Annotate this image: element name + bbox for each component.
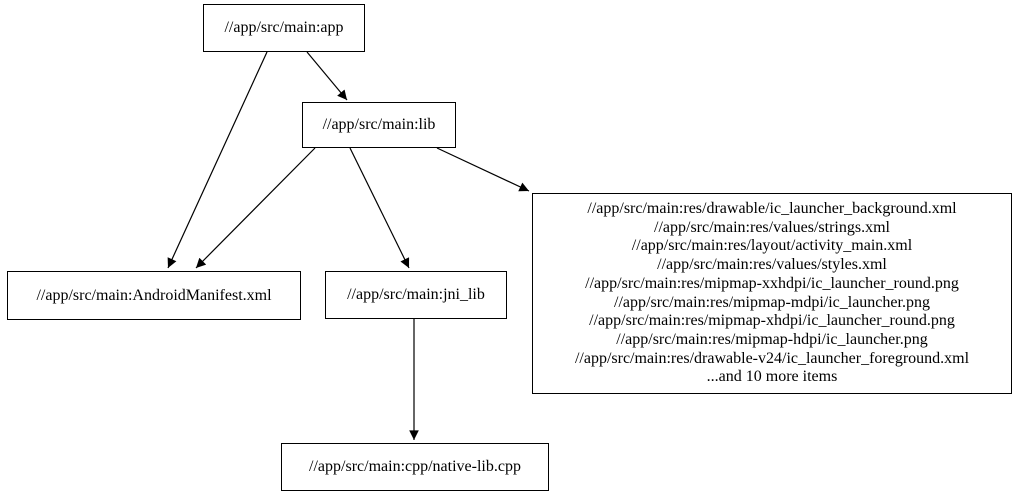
node-native-lib-cpp: //app/src/main:cpp/native-lib.cpp	[281, 443, 549, 491]
node-res-line: //app/src/main:res/values/strings.xml	[654, 218, 890, 236]
node-app: //app/src/main:app	[203, 4, 365, 52]
node-res-line: //app/src/main:res/mipmap-xhdpi/ic_launc…	[589, 312, 955, 330]
node-jni-lib-label: //app/src/main:jni_lib	[347, 286, 485, 303]
node-res-line: //app/src/main:res/drawable-v24/ic_launc…	[574, 349, 970, 367]
edge-app-to-lib	[306, 51, 348, 101]
node-res-line: //app/src/main:res/values/styles.xml	[657, 256, 887, 274]
node-res-line: //app/src/main:res/mipmap-hdpi/ic_launch…	[616, 330, 928, 348]
node-res-group: //app/src/main:res/drawable/ic_launcher_…	[532, 193, 1012, 394]
node-jni-lib: //app/src/main:jni_lib	[325, 271, 507, 319]
node-android-manifest: //app/src/main:AndroidManifest.xml	[7, 271, 301, 320]
node-res-more-items: ...and 10 more items	[706, 368, 838, 386]
node-lib: //app/src/main:lib	[302, 102, 456, 148]
node-res-line: //app/src/main:res/drawable/ic_launcher_…	[587, 199, 957, 217]
node-android-manifest-label: //app/src/main:AndroidManifest.xml	[36, 286, 272, 304]
edge-app-to-manifest	[167, 51, 268, 269]
edge-lib-to-res	[436, 147, 530, 192]
node-res-line: //app/src/main:res/layout/activity_main.…	[631, 237, 913, 255]
node-res-line: //app/src/main:res/mipmap-mdpi/ic_launch…	[614, 293, 930, 311]
node-lib-label: //app/src/main:lib	[322, 116, 436, 133]
node-res-line: //app/src/main:res/mipmap-xxhdpi/ic_laun…	[585, 274, 959, 292]
node-app-label: //app/src/main:app	[224, 19, 344, 36]
edge-lib-to-jni-lib	[349, 147, 410, 269]
edge-lib-to-manifest	[195, 147, 316, 269]
node-native-lib-cpp-label: //app/src/main:cpp/native-lib.cpp	[309, 458, 521, 475]
